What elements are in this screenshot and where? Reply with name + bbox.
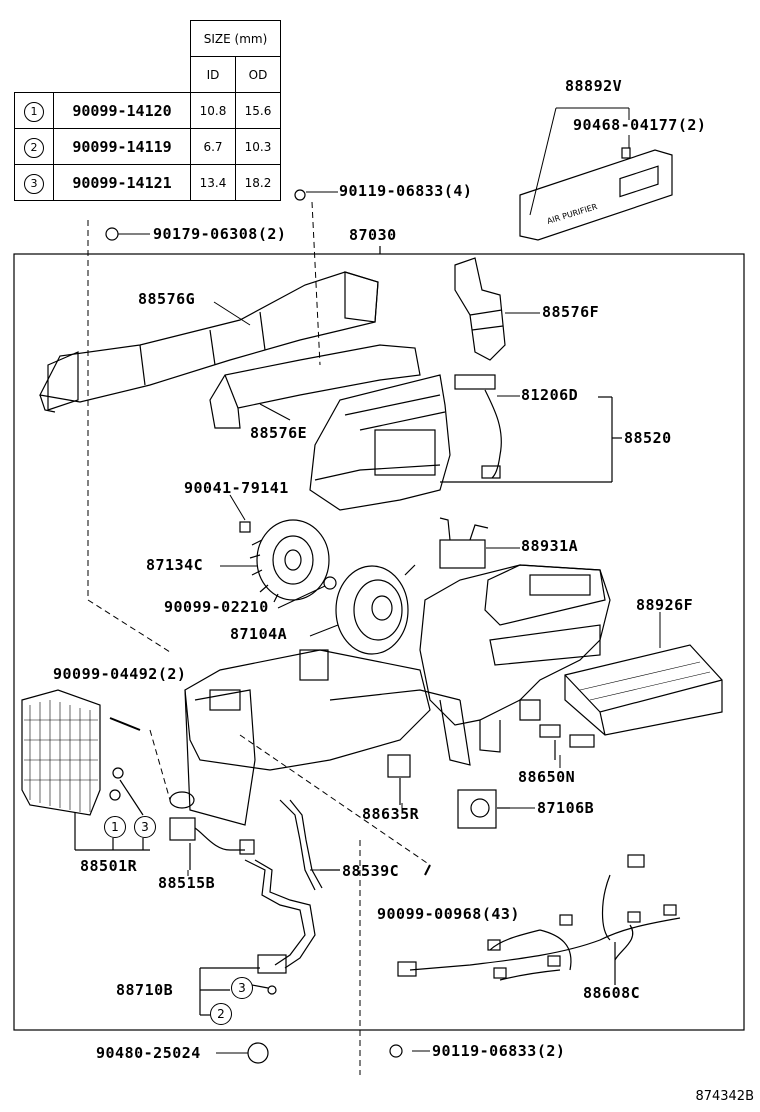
duct-88576G	[39, 271, 379, 413]
label-88576F[interactable]: 88576F	[542, 303, 600, 321]
clip-90179-06308	[105, 227, 119, 241]
label-88576G[interactable]: 88576G	[138, 290, 196, 308]
resistor-88931A	[439, 517, 489, 569]
label-90099-00968[interactable]: 90099-00968(43)	[377, 905, 520, 923]
sensor-88635R	[387, 754, 411, 805]
table-row: 2 90099-14119 6.7 10.3	[14, 128, 281, 165]
blank-cell	[15, 57, 54, 93]
blank-cell	[15, 21, 54, 57]
label-90468-04177[interactable]: 90468-04177(2)	[573, 116, 707, 134]
outer-diameter: 15.6	[235, 92, 281, 129]
mark-circle: 3	[24, 173, 44, 194]
filter-88926F	[564, 644, 723, 736]
wire-harness-88608C	[397, 854, 681, 985]
blower-housing	[184, 564, 611, 826]
fan-87134C	[249, 519, 330, 603]
table-row: 3 90099-14121 13.4 18.2	[14, 164, 281, 201]
label-88926F[interactable]: 88926F	[636, 596, 694, 614]
nut-90041	[239, 521, 251, 533]
pipe-88710B	[199, 859, 316, 1016]
label-87030[interactable]: 87030	[349, 226, 397, 244]
callout-2: 2	[210, 1003, 232, 1025]
upper-case-88520	[309, 374, 451, 511]
label-88931A[interactable]: 88931A	[521, 537, 579, 555]
label-90099-04492[interactable]: 90099-04492(2)	[53, 665, 187, 683]
label-90480-25024[interactable]: 90480-25024	[96, 1044, 201, 1062]
connector-88650N	[539, 724, 595, 760]
label-88892V[interactable]: 88892V	[565, 77, 623, 95]
label-90119-06833-top[interactable]: 90119-06833(4)	[339, 182, 473, 200]
label-87106B[interactable]: 87106B	[537, 799, 595, 817]
label-90041-79141[interactable]: 90041-79141	[184, 479, 289, 497]
callout-1: 1	[104, 816, 126, 838]
label-87134C[interactable]: 87134C	[146, 556, 204, 574]
label-88539C[interactable]: 88539C	[342, 862, 400, 880]
label-88608C[interactable]: 88608C	[583, 984, 641, 1002]
tube-88539C	[279, 799, 340, 891]
part-number[interactable]: 90099-14121	[53, 164, 191, 201]
part-number[interactable]: 90099-14120	[53, 92, 191, 129]
label-88520[interactable]: 88520	[624, 429, 672, 447]
label-88576E[interactable]: 88576E	[250, 424, 308, 442]
label-90099-02210[interactable]: 90099-02210	[164, 598, 269, 616]
label-88515B[interactable]: 88515B	[158, 874, 216, 892]
label-90179-06308[interactable]: 90179-06308(2)	[153, 225, 287, 243]
grommet-90480-25024	[247, 1042, 269, 1064]
figure-reference: 874342B	[695, 1089, 754, 1104]
inner-diameter: 10.8	[190, 92, 236, 129]
bolt-90119-06833-top	[294, 189, 306, 201]
mark-circle: 1	[24, 101, 44, 122]
table-row: 1 90099-14120 10.8 15.6	[14, 92, 281, 129]
duct-88576E	[209, 344, 421, 429]
label-81206D[interactable]: 81206D	[521, 386, 579, 404]
outer-diameter: 10.3	[235, 128, 281, 165]
air-purifier-88892V	[519, 147, 673, 241]
callout-3: 3	[134, 816, 156, 838]
od-header: OD	[235, 56, 281, 93]
callout-3: 3	[231, 977, 253, 999]
screw-90099-00968	[424, 864, 431, 876]
motor-87104A	[335, 564, 416, 655]
label-88710B[interactable]: 88710B	[116, 981, 174, 999]
size-header: SIZE (mm)	[190, 20, 281, 57]
evaporator-88501R	[21, 689, 150, 851]
id-header: ID	[190, 56, 236, 93]
size-table: SIZE (mm) ID OD 1 90099-14120 10.8 15.6 …	[14, 20, 281, 201]
label-88635R[interactable]: 88635R	[362, 805, 420, 823]
outer-diameter: 18.2	[235, 164, 281, 201]
duct-88576F	[454, 257, 506, 361]
blank-cell	[54, 21, 191, 57]
label-88650N[interactable]: 88650N	[518, 768, 576, 786]
label-90119-06833-bottom[interactable]: 90119-06833(2)	[432, 1042, 566, 1060]
valve-88515B	[169, 791, 255, 870]
label-87104A[interactable]: 87104A	[230, 625, 288, 643]
blank-cell	[54, 57, 191, 93]
washer-90099-02210	[323, 576, 337, 590]
bolt-90119-06833-bottom	[389, 1044, 403, 1058]
assembly-frame	[13, 253, 745, 1031]
part-number[interactable]: 90099-14119	[53, 128, 191, 165]
label-88501R[interactable]: 88501R	[80, 857, 138, 875]
servo-87106B	[457, 789, 510, 829]
inner-diameter: 13.4	[190, 164, 236, 201]
mark-circle: 2	[24, 137, 44, 158]
sensor-81206D	[454, 374, 502, 479]
inner-diameter: 6.7	[190, 128, 236, 165]
